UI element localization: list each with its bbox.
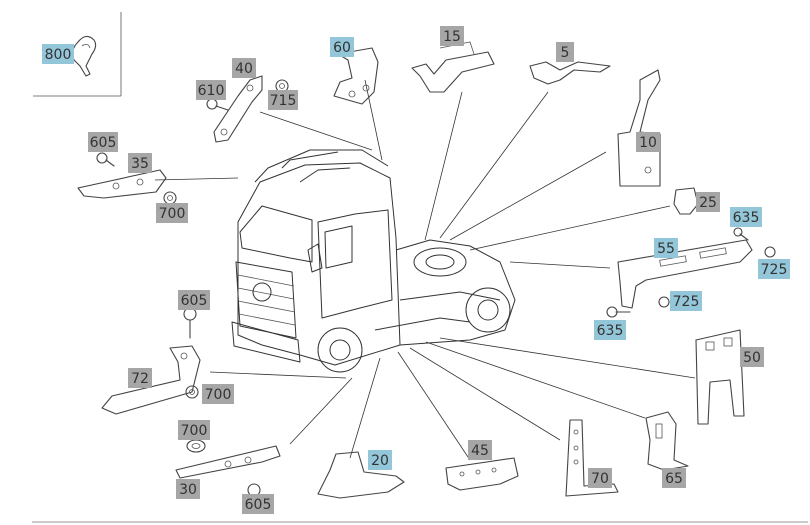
- part-700-nut-72-icon: [185, 385, 199, 399]
- truck-illustration: [231, 149, 516, 373]
- svg-text:635: 635: [733, 210, 760, 226]
- svg-text:725: 725: [761, 262, 788, 278]
- svg-text:605: 605: [245, 497, 272, 513]
- callout-700-bottom: 700: [178, 420, 210, 440]
- svg-text:635: 635: [597, 323, 624, 339]
- svg-text:55: 55: [657, 241, 675, 257]
- callout-72: 72: [128, 368, 152, 388]
- part-700-nut-icon: [163, 191, 177, 205]
- part-25-clip-icon: [673, 187, 699, 215]
- callout-40: 40: [232, 58, 256, 78]
- callout-715: 715: [268, 90, 298, 110]
- svg-text:700: 700: [181, 423, 208, 439]
- svg-text:70: 70: [591, 471, 609, 487]
- svg-text:40: 40: [235, 61, 253, 77]
- part-605-bolt-icon: [96, 152, 115, 167]
- svg-text:605: 605: [181, 293, 208, 309]
- callout-635-lower: 635: [594, 320, 626, 340]
- svg-text:20: 20: [371, 453, 389, 469]
- part-5-bracket-icon: [529, 61, 611, 85]
- part-20-bracket-icon: [317, 451, 405, 499]
- part-65-bracket-icon: [645, 411, 689, 471]
- svg-text:700: 700: [205, 387, 232, 403]
- callout-50: 50: [740, 347, 764, 367]
- part-700-washer-icon: [186, 439, 206, 453]
- svg-text:605: 605: [90, 135, 117, 151]
- callout-605-bottom: 605: [242, 494, 274, 514]
- svg-text:715: 715: [270, 93, 297, 109]
- callout-700-left: 700: [156, 203, 188, 223]
- callout-725-lower: 725: [670, 291, 702, 311]
- svg-text:700: 700: [159, 206, 186, 222]
- part-15-bracket-icon: [411, 41, 495, 93]
- svg-text:50: 50: [743, 350, 761, 366]
- part-35-plate-icon: [77, 169, 167, 199]
- part-60-bracket-icon: [333, 47, 379, 105]
- part-72-bracket-icon: [101, 345, 201, 415]
- svg-text:60: 60: [333, 40, 351, 56]
- callout-5: 5: [556, 42, 574, 62]
- part-725-nut-lower-icon: [658, 296, 670, 308]
- svg-text:15: 15: [443, 29, 461, 45]
- callout-605-left: 605: [88, 132, 118, 152]
- callout-800: 800: [42, 44, 74, 64]
- part-55-bracket-icon: [617, 239, 753, 309]
- svg-text:45: 45: [471, 443, 489, 459]
- callout-635-top: 635: [730, 207, 762, 227]
- part-610-bolt-icon: [206, 98, 229, 111]
- part-50-plate-icon: [695, 329, 745, 425]
- callout-55: 55: [654, 238, 678, 258]
- svg-text:65: 65: [665, 471, 683, 487]
- part-30-plate-icon: [175, 445, 281, 479]
- svg-text:725: 725: [673, 294, 700, 310]
- part-635-bolt-icon: [733, 227, 749, 241]
- part-635-bolt-lower-icon: [606, 306, 631, 318]
- callout-700-mid: 700: [202, 384, 234, 404]
- callout-35: 35: [128, 153, 152, 173]
- part-45-bracket-icon: [445, 457, 519, 491]
- svg-text:72: 72: [131, 371, 149, 387]
- svg-text:35: 35: [131, 156, 149, 172]
- callout-25: 25: [696, 192, 720, 212]
- svg-text:5: 5: [561, 45, 570, 61]
- inset-box: [33, 12, 122, 97]
- part-605-bolt-vertical-icon: [183, 307, 197, 339]
- callout-15: 15: [440, 26, 464, 46]
- callout-610: 610: [196, 80, 226, 100]
- callout-70: 70: [588, 468, 612, 488]
- part-70-bracket-icon: [565, 419, 619, 497]
- callout-30: 30: [176, 479, 200, 499]
- svg-text:10: 10: [639, 135, 657, 151]
- part-10-bracket-icon: [617, 69, 661, 187]
- part-800-lamp-icon: [72, 35, 97, 77]
- callout-65: 65: [662, 468, 686, 488]
- part-40-arm-icon: [213, 75, 263, 143]
- callout-605-mid: 605: [178, 290, 210, 310]
- callout-725-right: 725: [758, 259, 790, 279]
- callouts: 800 60 40 610 715 15 5 10: [42, 26, 790, 514]
- svg-text:30: 30: [179, 482, 197, 498]
- leader-lines: [154, 79, 696, 461]
- callout-10: 10: [636, 132, 660, 152]
- svg-text:25: 25: [699, 195, 717, 211]
- callout-45: 45: [468, 440, 492, 460]
- part-725-nut-icon: [764, 246, 776, 258]
- svg-text:610: 610: [198, 83, 225, 99]
- callout-60: 60: [330, 37, 354, 57]
- svg-text:800: 800: [45, 47, 72, 63]
- callout-20: 20: [368, 450, 392, 470]
